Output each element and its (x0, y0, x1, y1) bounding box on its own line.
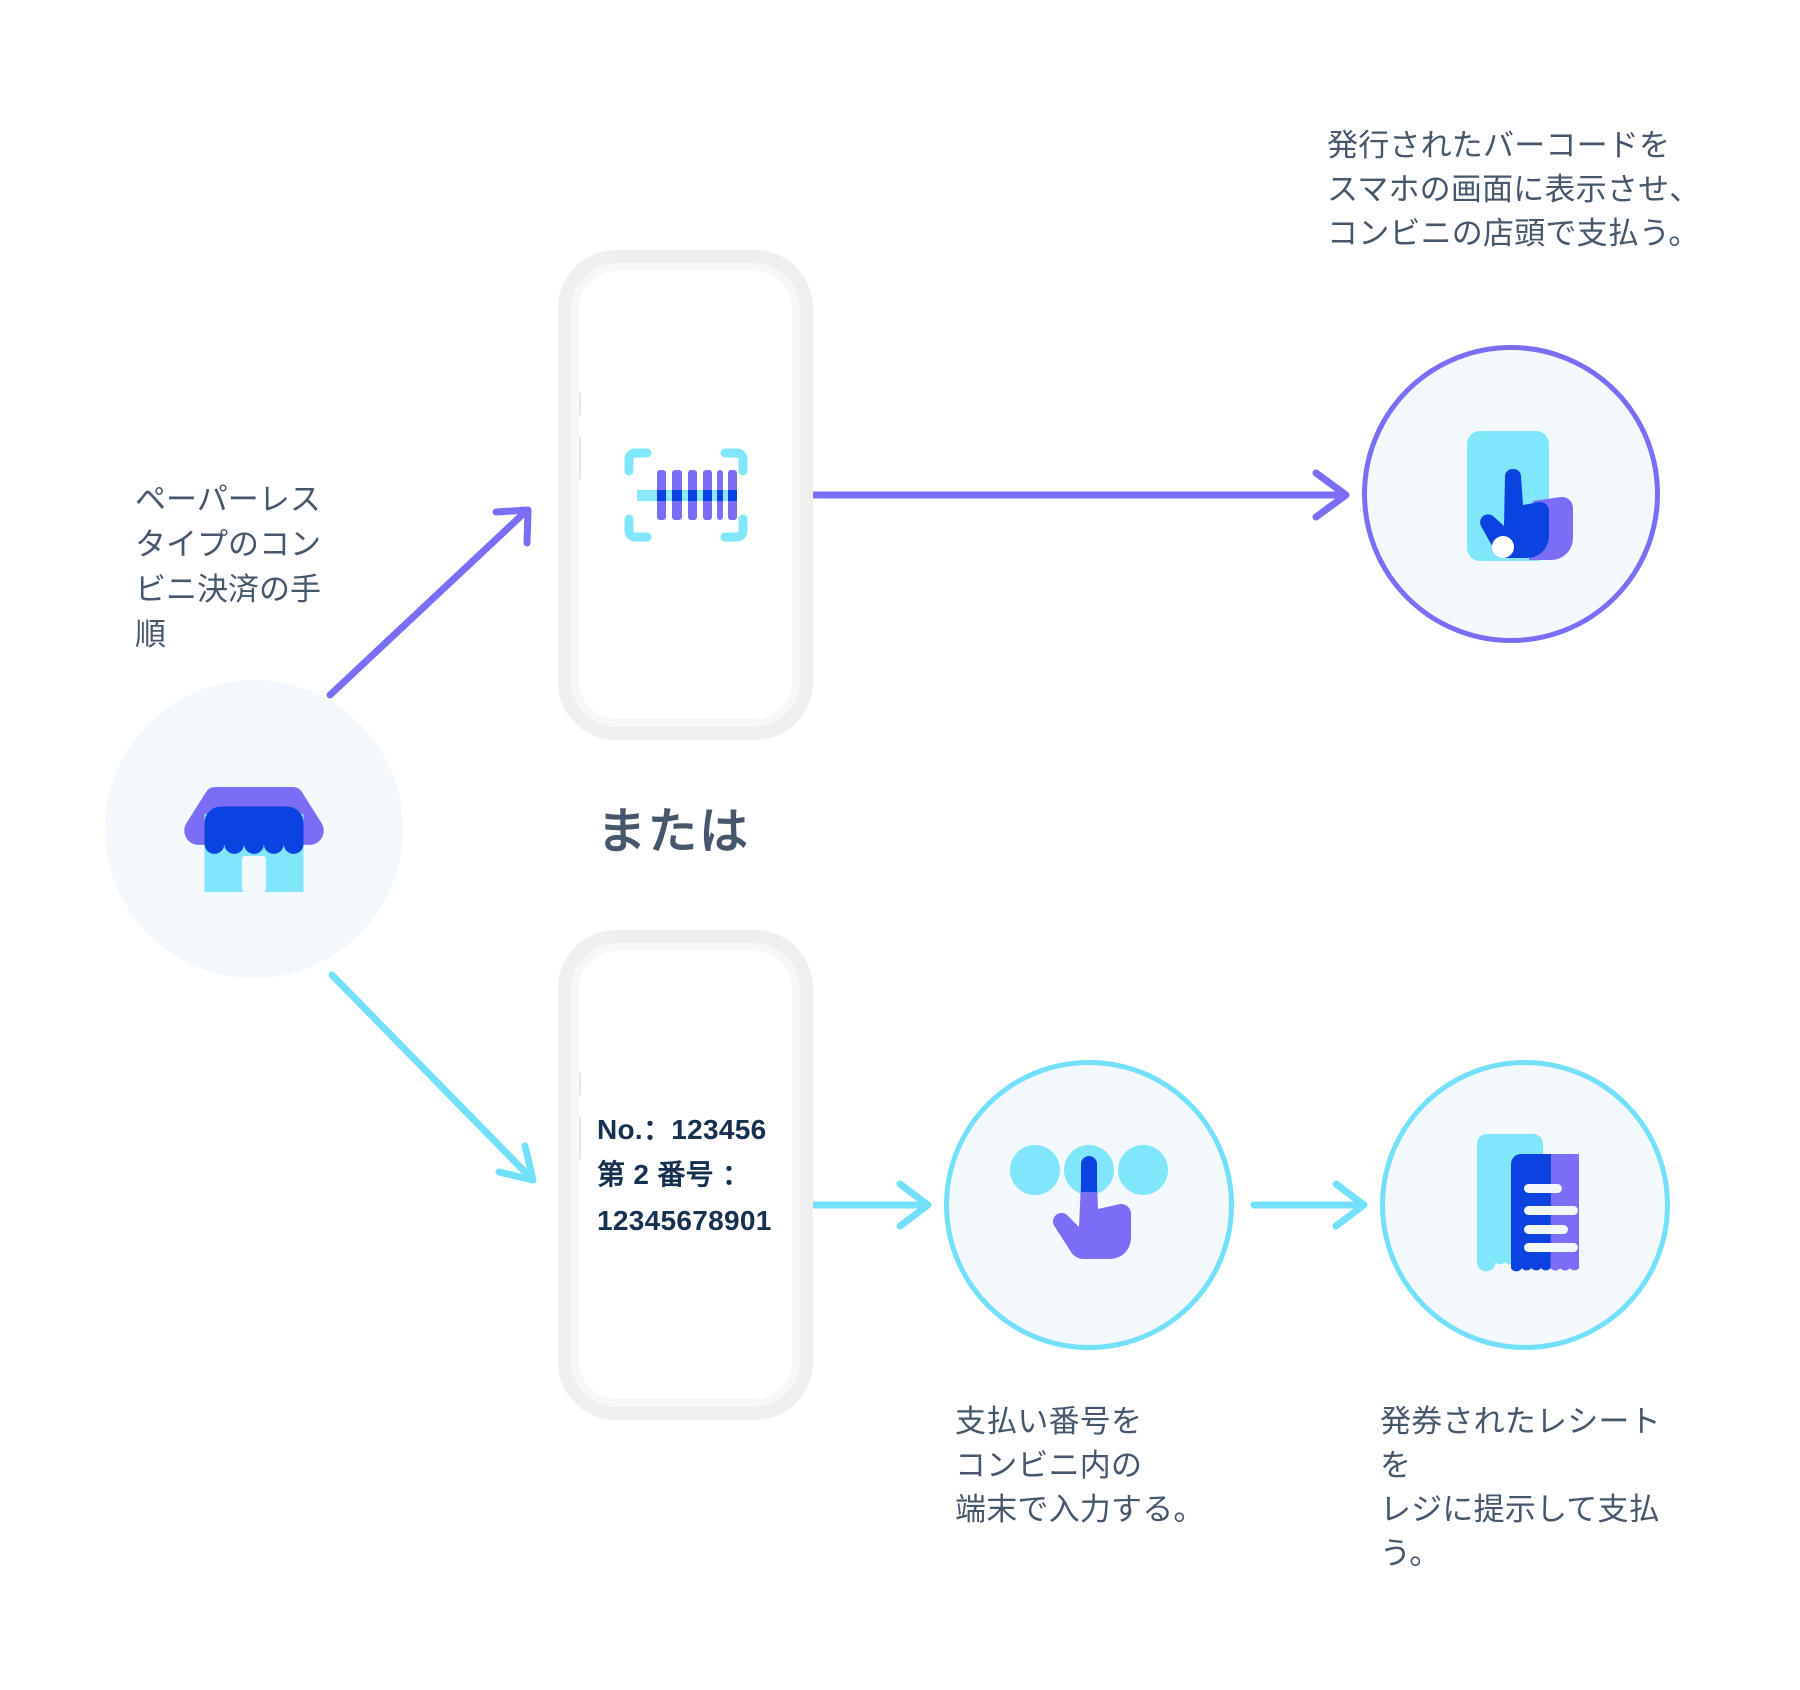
keypad-hand-icon (1009, 1140, 1169, 1270)
storefront-circle (105, 680, 403, 978)
phone-volume-button (579, 436, 581, 480)
arrow-terminal-to-receipt (1250, 1180, 1368, 1230)
receipt-icon (1455, 1130, 1595, 1280)
phone-tap-hand-icon (1441, 419, 1581, 569)
phone-volume-button-2 (579, 1116, 581, 1160)
arrow-store-to-barcode-phone (326, 506, 532, 699)
phone-side-button-2 (579, 1071, 581, 1097)
barcode-phone (558, 250, 813, 740)
terminal-input-caption: 支払い番号を コンビニ内の 端末で入力する。 (955, 1404, 1205, 1528)
payment-number-phone-screen: No.：123456 第 2 番号 ： 12345678901 (571, 943, 800, 1407)
barcode-display-caption: 発行されたバーコードを スマホの画面に表示させ、 コンビニの店頭で支払う。 (1327, 128, 1701, 252)
phone-display-circle (1362, 345, 1660, 643)
barcode-phone-screen (571, 263, 800, 727)
arrow-phone-to-terminal (808, 1180, 932, 1230)
payment-number-text: No.：123456 第 2 番号 ： 12345678901 (597, 1113, 772, 1236)
payment-number-phone: No.：123456 第 2 番号 ： 12345678901 (558, 930, 813, 1420)
arrow-store-to-number-phone (328, 971, 537, 1184)
barcode-icon (624, 448, 747, 542)
or-divider-label: または (597, 805, 751, 859)
storefront-icon (179, 754, 329, 904)
paperless-flow-label: ペーパーレス タイプのコン ビニ決済の手 順 (135, 482, 321, 652)
receipt-circle (1380, 1060, 1670, 1350)
terminal-input-circle (944, 1060, 1234, 1350)
phone-side-button (579, 391, 581, 417)
arrow-phone-to-display (808, 469, 1350, 521)
receipt-caption: 発券されたレシート を レジに提示して支払 う。 (1380, 1404, 1661, 1572)
